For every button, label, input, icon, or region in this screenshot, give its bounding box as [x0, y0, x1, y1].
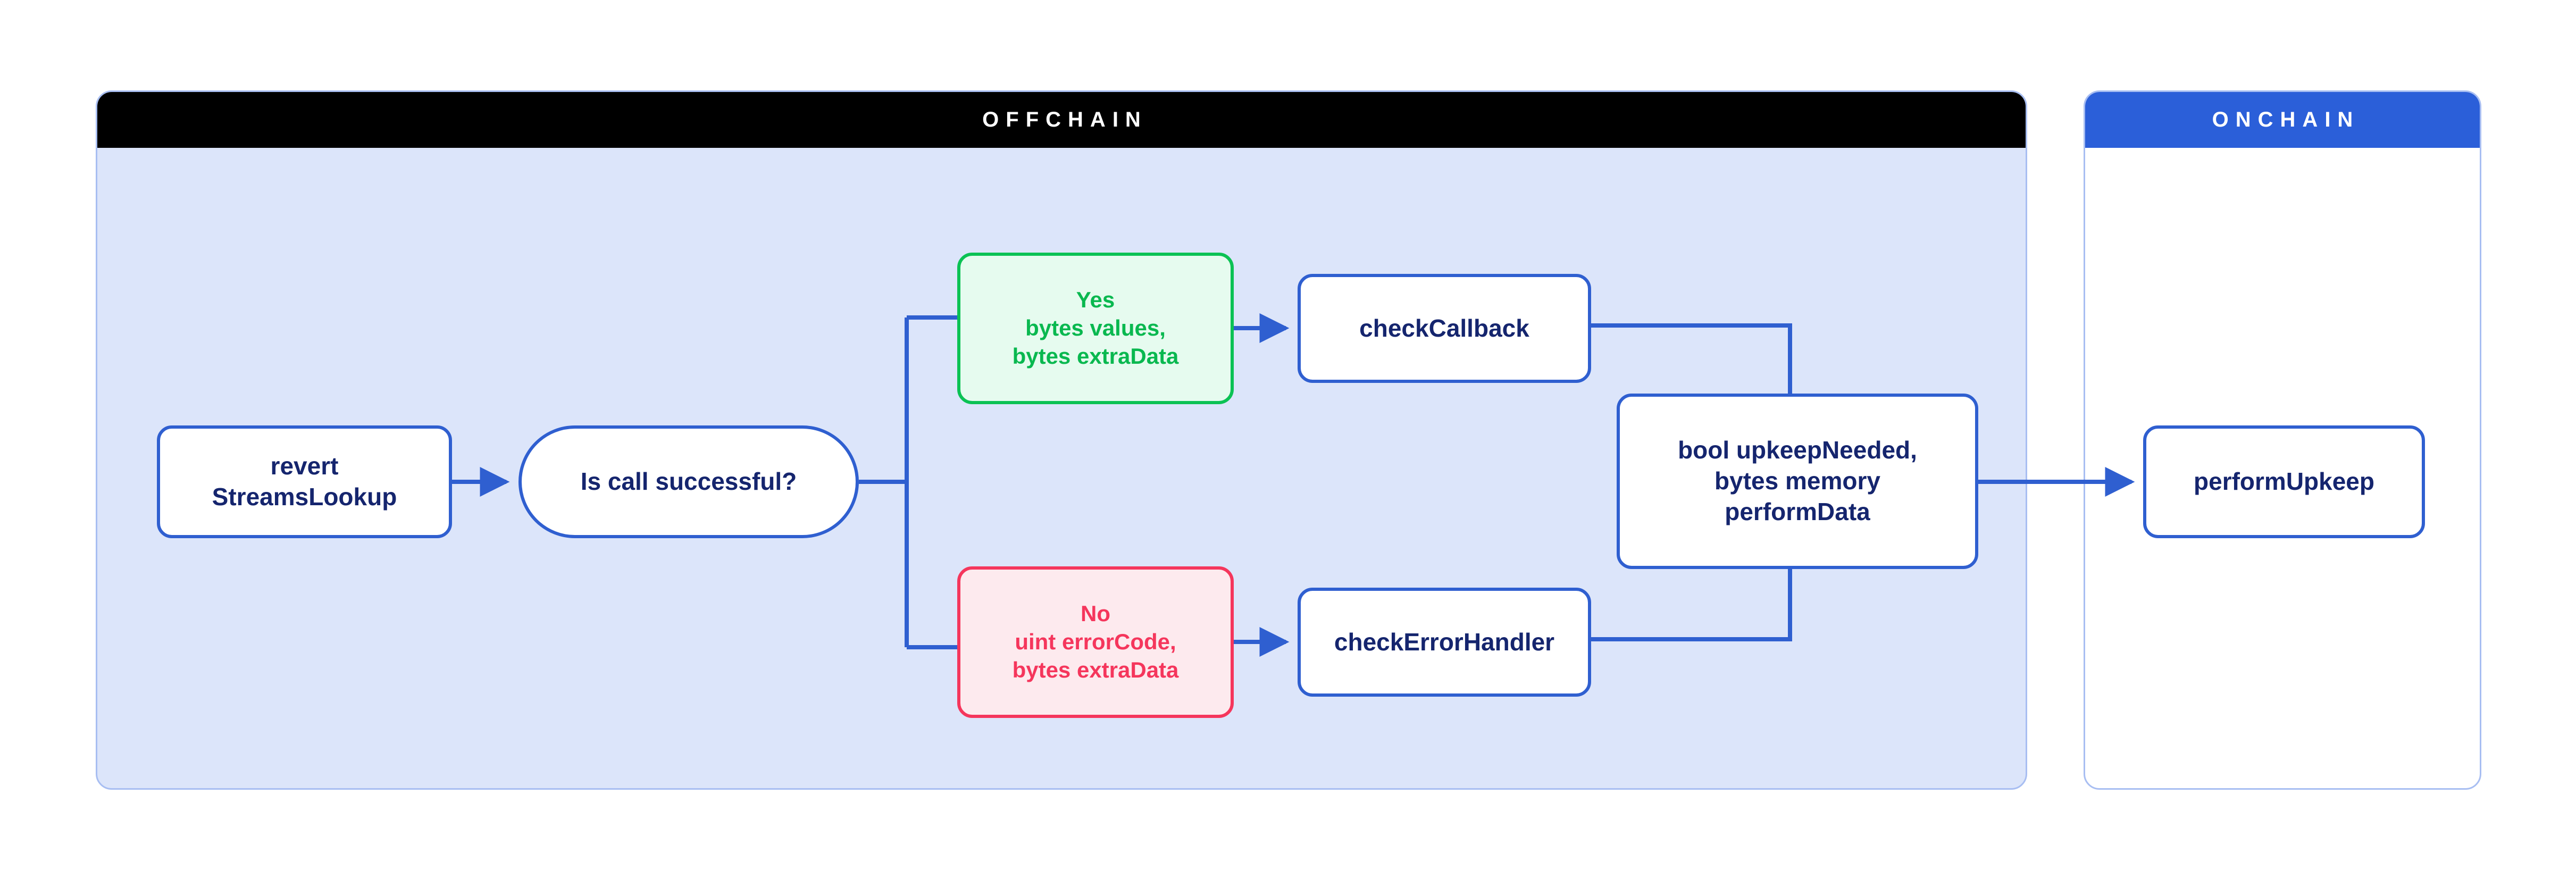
edge-checkcallback-to-upkeep-top — [1591, 323, 1792, 396]
node-no-branch[interactable]: No uint errorCode, bytes extraData — [957, 566, 1234, 718]
node-perform-upkeep[interactable]: performUpkeep — [2143, 425, 2425, 538]
node-check-callback[interactable]: checkCallback — [1298, 274, 1591, 383]
edge-checkerror-to-upkeep-top — [1591, 567, 1792, 641]
panel-offchain-header: OFFCHAIN — [97, 92, 2026, 148]
node-is-call-successful[interactable]: Is call successful? — [518, 425, 859, 538]
panel-offchain-title: OFFCHAIN — [982, 108, 1148, 131]
node-upkeep-needed-perform-data[interactable]: bool upkeepNeeded, bytes memory performD… — [1617, 394, 1978, 569]
panel-onchain-title: ONCHAIN — [2212, 108, 2360, 131]
node-revert-streamslookup[interactable]: revert StreamsLookup — [157, 425, 452, 538]
panel-onchain-header: ONCHAIN — [2085, 92, 2480, 148]
node-check-error-handler[interactable]: checkErrorHandler — [1298, 588, 1591, 697]
node-yes-branch[interactable]: Yes bytes values, bytes extraData — [957, 253, 1234, 404]
